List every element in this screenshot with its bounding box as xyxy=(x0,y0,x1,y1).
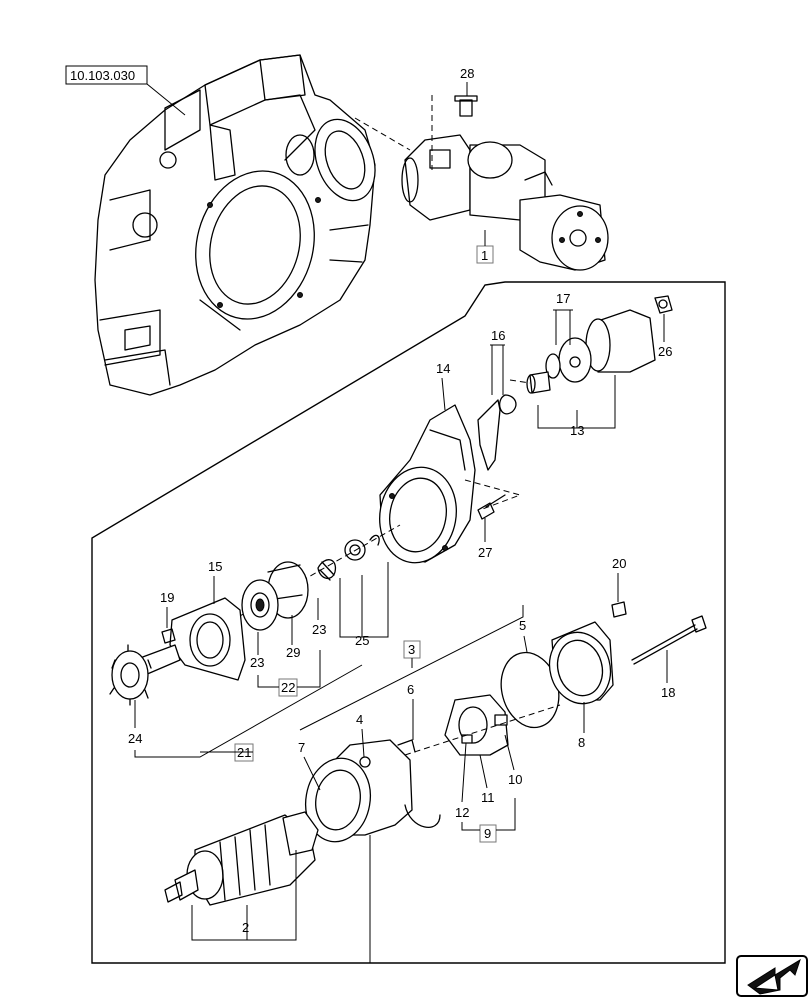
callout-7[interactable]: 7 xyxy=(298,740,305,755)
leader-14 xyxy=(441,377,446,411)
callout-23a[interactable]: 23 xyxy=(312,622,326,637)
armature-2 xyxy=(164,811,319,906)
bolt-28 xyxy=(454,95,478,117)
callout-18[interactable]: 18 xyxy=(661,685,675,700)
callout-19[interactable]: 19 xyxy=(160,590,174,605)
end-cover-8 xyxy=(548,621,614,705)
callout-9[interactable]: 9 xyxy=(484,826,491,841)
callout-14[interactable]: 14 xyxy=(436,361,450,376)
callout-10[interactable]: 10 xyxy=(508,772,522,787)
leader-21 xyxy=(134,664,363,758)
leader-13 xyxy=(537,375,616,429)
callout-29[interactable]: 29 xyxy=(286,645,300,660)
callout-4[interactable]: 4 xyxy=(356,712,363,727)
callout-17[interactable]: 17 xyxy=(556,291,570,306)
flywheel-housing xyxy=(94,54,376,396)
callout-22[interactable]: 22 xyxy=(281,680,295,695)
leader-17 xyxy=(553,309,573,345)
assembly-line-brush xyxy=(404,704,561,756)
callout-11[interactable]: 11 xyxy=(481,790,495,805)
drive-housing-14 xyxy=(379,404,476,564)
callout-24[interactable]: 24 xyxy=(128,731,142,746)
solenoid-13 xyxy=(526,309,656,394)
callout-27[interactable]: 27 xyxy=(478,545,492,560)
assembly-line-solenoid xyxy=(509,379,531,384)
pinion-gear-24 xyxy=(109,644,181,706)
leader-10 xyxy=(504,734,515,771)
next-page-arrow-icon[interactable] xyxy=(736,955,808,997)
screw-20 xyxy=(611,601,627,618)
reference-label-box xyxy=(65,65,148,85)
assembly-line-housing xyxy=(464,479,522,511)
leader-3 xyxy=(299,605,524,731)
callout-20[interactable]: 20 xyxy=(612,556,626,571)
brush-holder xyxy=(444,694,509,756)
bolt-19 xyxy=(161,628,176,644)
leader-25 xyxy=(339,562,389,638)
pinion-clutch-29 xyxy=(241,561,309,631)
callout-1[interactable]: 1 xyxy=(481,248,488,263)
spring-and-collar xyxy=(317,534,380,581)
leader-12 xyxy=(461,742,467,803)
callout-13[interactable]: 13 xyxy=(570,423,584,438)
leader-4 xyxy=(361,728,365,758)
plate-15 xyxy=(169,597,246,681)
callout-23b[interactable]: 23 xyxy=(250,655,264,670)
callout-8[interactable]: 8 xyxy=(578,735,585,750)
callout-9-box xyxy=(479,824,497,843)
assembly-line-top-2 xyxy=(354,117,411,151)
reference-leader xyxy=(146,83,186,116)
callout-2[interactable]: 2 xyxy=(242,920,249,935)
leader-22 xyxy=(257,650,321,688)
through-bolt-18 xyxy=(631,615,707,665)
callout-28[interactable]: 28 xyxy=(460,66,474,81)
callout-6[interactable]: 6 xyxy=(407,682,414,697)
leader-11 xyxy=(479,754,488,789)
callout-5[interactable]: 5 xyxy=(519,618,526,633)
leader-5 xyxy=(523,635,528,653)
screw-27 xyxy=(477,494,506,520)
callout-16[interactable]: 16 xyxy=(491,328,505,343)
callout-26[interactable]: 26 xyxy=(658,344,672,359)
leader-2 xyxy=(191,850,297,941)
reference-label[interactable]: 10.103.030 xyxy=(70,68,135,83)
callout-12[interactable]: 12 xyxy=(455,805,469,820)
starter-assembly xyxy=(401,134,609,271)
callout-3[interactable]: 3 xyxy=(408,642,415,657)
spring-clip-16 xyxy=(477,394,517,471)
leader-16 xyxy=(490,344,505,395)
callout-15[interactable]: 15 xyxy=(208,559,222,574)
leader-7 xyxy=(303,756,321,791)
nut-26 xyxy=(654,295,673,314)
yoke-7 xyxy=(305,739,441,843)
leader-9 xyxy=(461,798,516,831)
exploded-view-frame xyxy=(91,281,726,964)
